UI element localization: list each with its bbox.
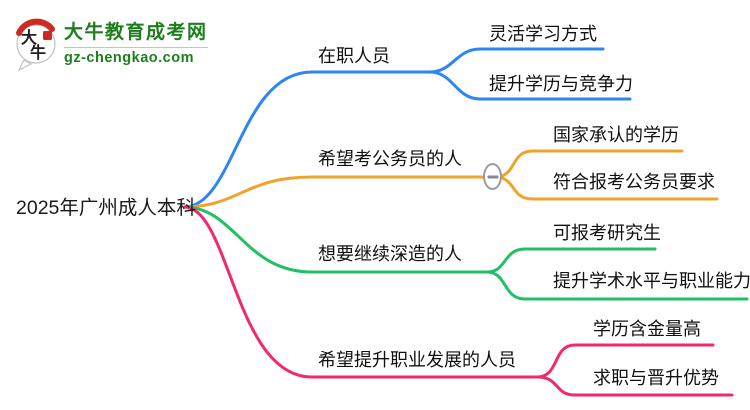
collapse-button-minus[interactable] [483,163,502,190]
site-name: 大牛教育成考网 [64,22,208,43]
site-logo: 大 牛 大牛教育成考网 gz-chengkao.com [12,16,208,77]
branch-career-growth[interactable]: 希望提升职业发展的人员 [318,350,516,370]
logo-divider [64,46,208,48]
branch-civil-servant[interactable]: 希望考公务员的人 [318,149,462,169]
subtopic-meets-exam-requirements[interactable]: 符合报考公务员要求 [553,172,715,192]
subtopic-postgraduate-eligible[interactable]: 可报考研究生 [553,223,661,243]
subtopic-degree-value[interactable]: 学历含金量高 [593,319,701,339]
daniu-logo-icon: 大 牛 [12,16,60,77]
branch-edge-further-study [183,205,749,301]
subtopic-job-promotion[interactable]: 求职与晋升优势 [593,368,719,388]
subtopic-academic-ability[interactable]: 提升学术水平与职业能力 [553,271,750,291]
branch-further-study[interactable]: 想要继续深造的人 [318,244,462,264]
minus-icon [487,175,498,178]
branch-working-people[interactable]: 在职人员 [318,46,390,66]
subtopic-improve-competitiveness[interactable]: 提升学历与竞争力 [489,74,633,94]
svg-text:牛: 牛 [30,43,46,62]
site-url: gz-chengkao.com [64,49,194,66]
site-logo-text: 大牛教育成考网 gz-chengkao.com [64,16,208,66]
root-topic[interactable]: 2025年广州成人本科 [16,197,196,219]
branch-edge-career-growth [183,205,734,397]
branch-edge-civil-servant [183,149,719,209]
branch-edge-working-people [183,47,632,209]
subtopic-state-recognized[interactable]: 国家承认的学历 [553,125,679,145]
svg-text:大: 大 [21,28,37,47]
subtopic-flexible-learning[interactable]: 灵活学习方式 [489,24,597,44]
